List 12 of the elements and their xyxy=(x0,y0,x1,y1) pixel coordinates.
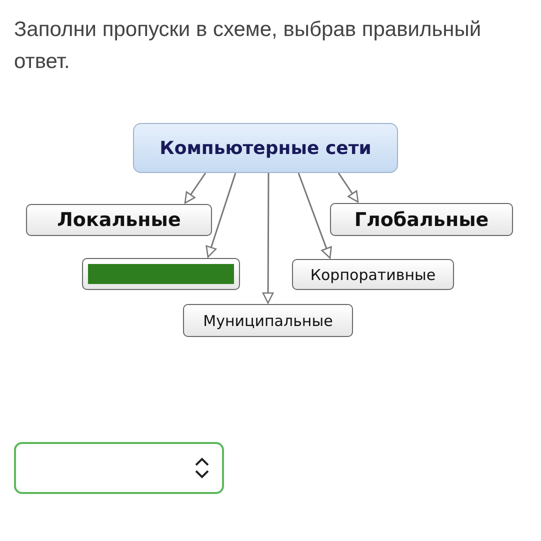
question-text: Заполни пропуски в схеме, выбрав правильный ответ. xyxy=(14,17,482,75)
root-box: Компьютерные сети xyxy=(133,123,398,173)
category-box: Локальные xyxy=(26,204,212,236)
category-box: Глобальные xyxy=(330,203,513,236)
arrow xyxy=(184,172,206,204)
arrow xyxy=(262,173,274,304)
arrow xyxy=(206,172,236,258)
category-box: Корпоративные xyxy=(292,259,454,290)
arrow xyxy=(298,172,332,259)
arrow xyxy=(338,172,359,203)
category-box: Муниципальные xyxy=(183,304,353,337)
blank-box xyxy=(82,258,240,290)
